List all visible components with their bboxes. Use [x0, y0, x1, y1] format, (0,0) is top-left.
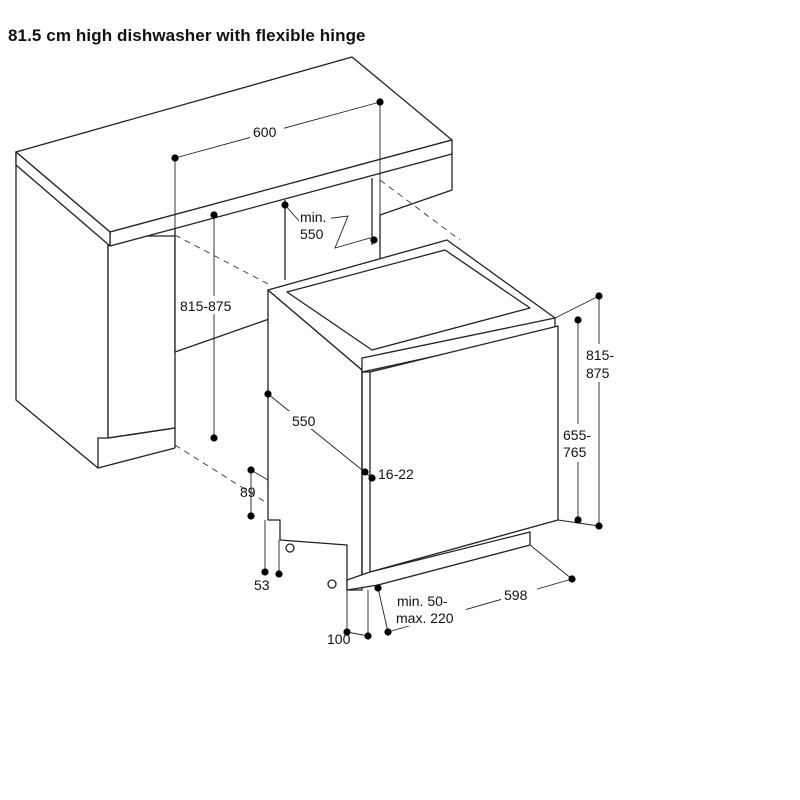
dishwasher-foot — [285, 543, 295, 553]
label-total-height-1: 815- — [586, 347, 614, 363]
label-appliance-width: 598 — [504, 587, 528, 603]
page-title: 81.5 cm high dishwasher with flexible hi… — [8, 26, 366, 45]
label-door-overhang-2: max. 220 — [396, 610, 454, 626]
dimension-labels: 600 min. 550 815-875 550 815- 875 655- 7… — [178, 122, 620, 647]
cabinet-front-panel — [107, 235, 176, 439]
label-total-height-2: 875 — [586, 365, 610, 381]
label-niche-depth-2: 550 — [300, 226, 324, 242]
label-plinth-height: 89 — [240, 484, 256, 500]
label-door-height-2: 765 — [563, 444, 587, 460]
label-door-overhang-1: min. 50- — [397, 593, 448, 609]
label-appliance-depth: 550 — [292, 413, 316, 429]
dishwasher-top-inset — [286, 249, 531, 351]
worktop-side-edge — [15, 151, 111, 247]
label-door-height-1: 655- — [563, 427, 591, 443]
kitchen-cabinet — [15, 56, 461, 506]
dimension-lines — [171, 98, 603, 640]
label-hinge-gap: 16-22 — [378, 466, 414, 482]
dishwasher-foot — [327, 579, 337, 589]
label-foot-height: 53 — [254, 577, 270, 593]
label-plinth-depth: 100 — [327, 631, 351, 647]
label-niche-depth-1: min. — [300, 209, 326, 225]
label-counter-width: 600 — [253, 124, 277, 140]
label-niche-height: 815-875 — [180, 298, 232, 314]
dishwasher — [267, 239, 559, 591]
